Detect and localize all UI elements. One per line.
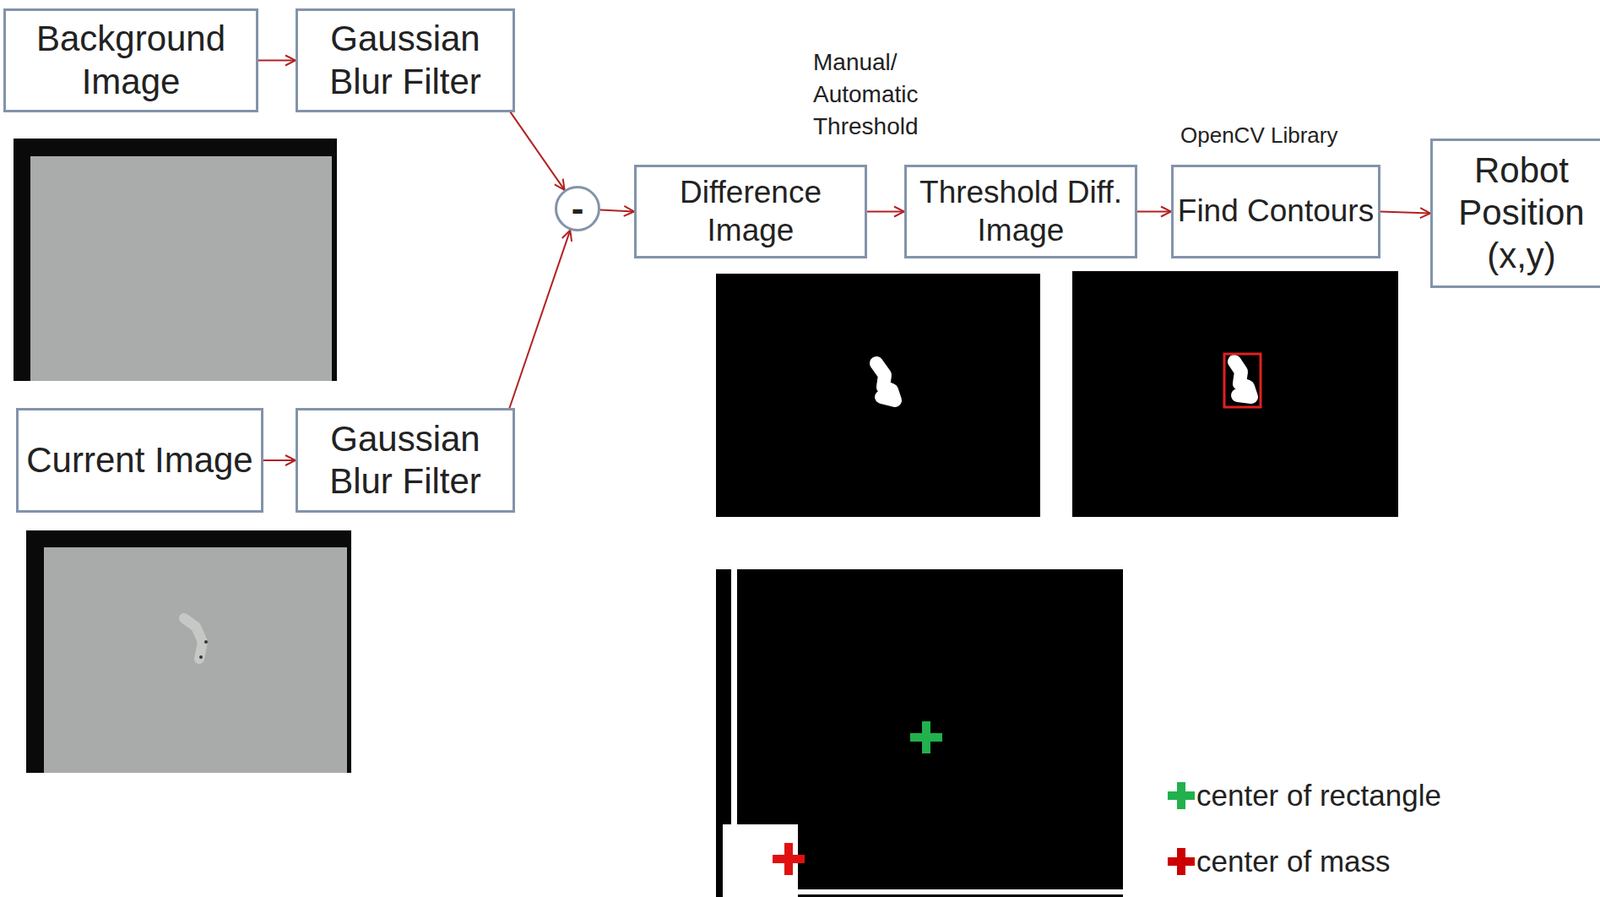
box-text: Gaussian Blur Filter [298,417,513,504]
box-text: - [571,189,585,228]
legend-row: center of mass [1166,840,1391,882]
annotation-label: OpenCV Library [1180,120,1367,151]
box-text: Find Contours [1177,192,1374,230]
flow-arrow [508,108,565,190]
background-photo [13,138,337,381]
process-box: Difference Image [634,164,868,259]
difference-photo [715,273,1041,517]
legend-row: center of rectangle [1166,775,1442,816]
legend-swatch [1166,846,1197,877]
flow-arrow [263,459,296,462]
centers-photo [715,569,1123,897]
flow-arrow [258,59,296,62]
flow-arrow [508,230,570,412]
process-box: Gaussian Blur Filter [295,407,516,513]
operator-circle: - [554,185,601,232]
legend-swatch [1166,780,1197,811]
box-text: Difference Image [636,173,865,250]
contours-photo [1072,271,1399,517]
box-text: Current Image [26,439,253,482]
flow-arrow [1137,211,1172,213]
box-text: Robot Position (x,y) [1432,149,1600,277]
flow-arrow [867,211,905,213]
legend-text: center of mass [1196,844,1391,879]
flow-arrow [600,209,635,212]
process-box: Background Image [3,8,259,113]
box-text: Gaussian Blur Filter [298,17,513,104]
box-text: Background Image [5,17,256,104]
flow-arrow [1380,211,1431,214]
process-box: Gaussian Blur Filter [295,8,516,113]
process-box: Find Contours [1171,164,1381,259]
process-box: Current Image [16,407,264,513]
current-photo [26,530,352,773]
process-box: Threshold Diff. Image [904,164,1138,259]
legend-text: center of rectangle [1196,778,1442,813]
box-text: Threshold Diff. Image [906,173,1135,250]
process-box: Robot Position (x,y) [1430,138,1600,288]
annotation-label: Manual/ Automatic Threshold [813,46,940,142]
